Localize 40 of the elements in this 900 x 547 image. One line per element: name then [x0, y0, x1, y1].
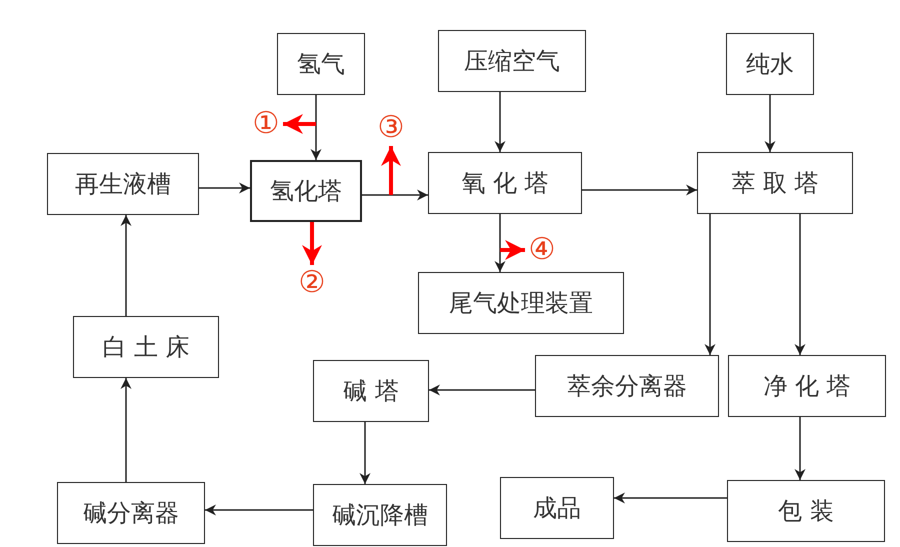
arrow — [283, 114, 316, 134]
arrow — [205, 504, 313, 516]
arrow — [500, 240, 525, 260]
arrow — [360, 422, 370, 484]
step-number: ④ — [525, 232, 559, 268]
arrow — [494, 214, 506, 272]
arrow — [794, 417, 806, 480]
process-box: 氧 化 塔 — [428, 152, 582, 214]
arrow — [120, 378, 132, 482]
arrow — [362, 190, 428, 200]
process-box: 萃 取 塔 — [697, 152, 853, 214]
process-box: 氢化塔 — [250, 160, 362, 222]
process-box: 萃余分离器 — [535, 355, 719, 417]
arrow — [764, 95, 776, 152]
process-box: 压缩空气 — [438, 30, 586, 92]
arrow — [381, 146, 401, 195]
arrow — [302, 222, 322, 265]
arrow — [794, 214, 806, 355]
step-number: ① — [249, 106, 283, 142]
arrow — [582, 184, 697, 196]
process-box: 碱沉降槽 — [313, 484, 447, 546]
process-box: 成品 — [500, 477, 614, 539]
process-box: 白 土 床 — [73, 316, 219, 378]
arrow — [614, 492, 727, 504]
process-box: 尾气处理装置 — [418, 272, 624, 334]
process-box: 净 化 塔 — [728, 355, 886, 417]
arrow — [120, 215, 132, 316]
process-box: 纯水 — [726, 33, 814, 95]
arrow — [704, 214, 716, 355]
arrow — [494, 92, 506, 152]
step-number: ② — [295, 265, 329, 301]
process-box: 再生液槽 — [47, 153, 199, 215]
arrow — [199, 182, 250, 194]
arrow — [310, 95, 322, 160]
step-number: ③ — [374, 110, 408, 146]
process-box: 包 装 — [727, 480, 885, 542]
process-box: 氢气 — [277, 33, 365, 95]
arrow — [429, 384, 535, 396]
process-box: 碱分离器 — [57, 482, 205, 544]
process-box: 碱 塔 — [313, 360, 429, 422]
